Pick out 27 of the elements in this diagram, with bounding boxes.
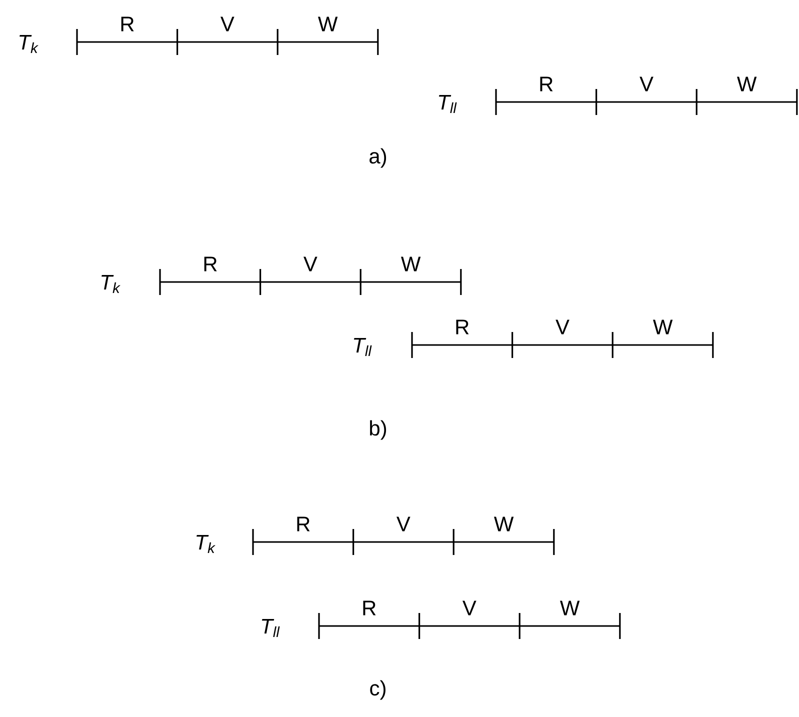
phase-label: V: [396, 516, 410, 532]
panel-caption: c): [370, 680, 386, 700]
timeline-label: T$_{ll}$: [262, 619, 280, 637]
phase-label: W: [653, 320, 673, 334]
phase-label: V: [640, 76, 654, 92]
timeline-label: T$_{k}$: [20, 35, 38, 53]
phase-label: W: [560, 600, 580, 616]
timeline-label: T$_{ll}$: [354, 338, 372, 356]
phase-label: V: [556, 320, 570, 334]
panel-caption: b): [370, 420, 386, 440]
panel-caption: a): [370, 148, 386, 168]
phase-label: R: [204, 256, 217, 272]
phase-label: R: [363, 600, 376, 616]
phase-label: W: [401, 256, 421, 272]
timeline-label: T$_{k}$: [196, 535, 216, 553]
phase-label: V: [304, 256, 318, 272]
phase-label: W: [494, 516, 514, 532]
phase-label: V: [220, 16, 234, 32]
timeline-label: T$_{k}$: [102, 275, 120, 293]
phase-label: R: [121, 16, 134, 32]
phase-label: W: [318, 16, 338, 32]
phase-label: W: [737, 76, 757, 92]
phase-label: V: [462, 600, 476, 616]
phase-label: R: [456, 320, 469, 334]
timeline-label: T$_{ll}$: [438, 95, 457, 113]
phase-label: R: [540, 76, 553, 92]
phase-label: R: [297, 516, 310, 532]
